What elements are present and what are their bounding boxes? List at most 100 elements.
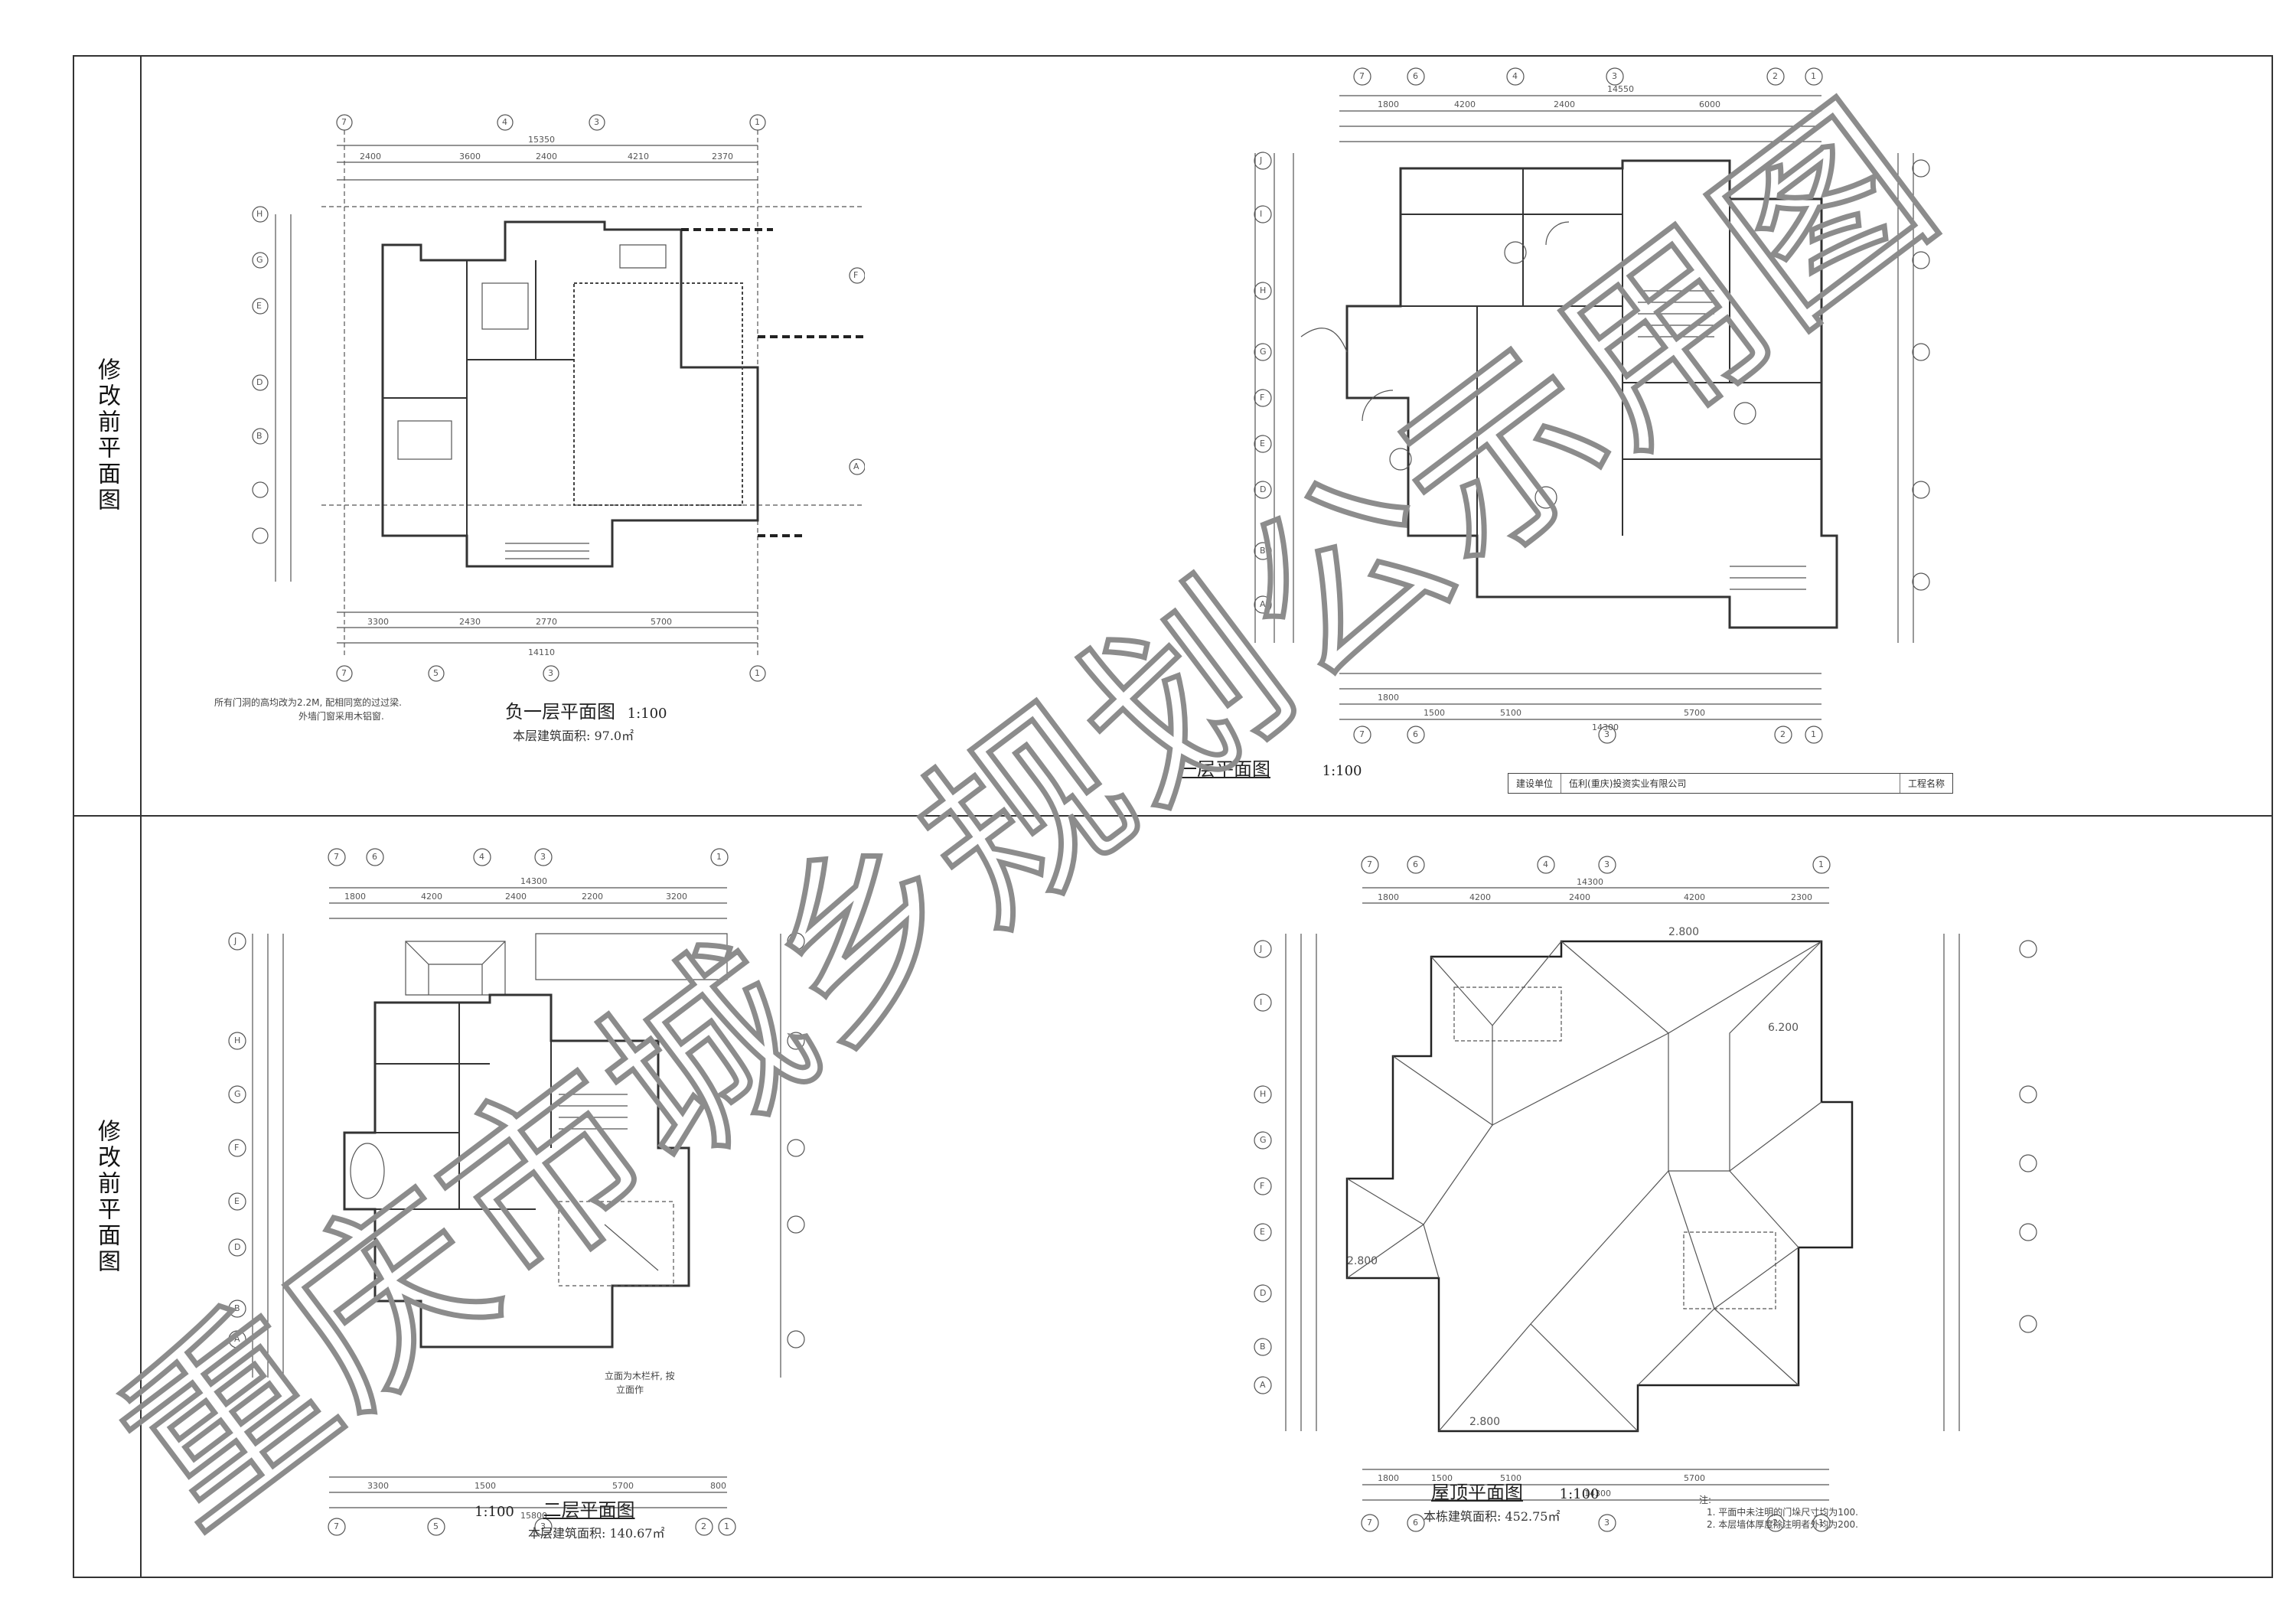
first-top-dim: 2400 [1554,99,1575,109]
basement-top-dim: 15350 [528,135,555,145]
row-label-top-text: 修改前平面图 [93,357,120,514]
roof-top-dim: 2400 [1569,892,1590,902]
roof-title-text: 屋顶平面图 [1431,1482,1523,1503]
row-label-bottom-text: 修改前平面图 [93,1118,120,1275]
row-divider [73,815,2273,817]
basement-axis-label: 5 [433,668,439,678]
second-axis-label: 3 [540,1521,546,1531]
second-axis-label: F [234,1143,240,1153]
second-top-dim: 14300 [520,876,547,886]
second-axis-label: 4 [479,852,484,862]
roof-note-heading: 注: [1699,1495,1712,1505]
second-bottom-dim: 800 [710,1481,726,1491]
roof-top-dim: 1800 [1378,892,1399,902]
second-bottom-dim: 1500 [475,1481,496,1491]
roof-plan-title: 屋顶平面图 1:100 [1431,1477,1600,1504]
basement-axis-label: A [853,461,859,471]
first-axis-label: 2 [1780,729,1786,739]
roof-axis-label: J [1260,944,1263,954]
roof-elevation: 2.800 [1469,1416,1501,1428]
roof-axis-label: 3 [1604,859,1609,869]
roof-bottom-dim: 5700 [1684,1473,1705,1483]
second-axis-label: D [234,1242,241,1252]
second-axis-label: E [234,1196,240,1206]
second-scale: 1:100 [475,1504,514,1520]
second-floor-plan: 14300 1800 4200 2400 2200 3200 3300 1500… [199,842,857,1554]
first-top-dim: 6000 [1699,99,1720,109]
basement-top-dim: 2400 [360,152,381,161]
roof-axis-label: E [1260,1227,1265,1237]
roof-top-dim: 4200 [1469,892,1491,902]
roof-axis-label: 7 [1367,859,1372,869]
row-label-top: 修改前平面图 [73,55,140,815]
basement-axis-label: F [853,270,859,280]
basement-bottom-dim: 3300 [367,617,389,627]
roof-scale: 1:100 [1559,1486,1600,1502]
label-column-divider [140,55,142,1578]
basement-plan-drawing [252,114,865,682]
second-axis-label: 2 [701,1521,706,1531]
basement-axis-label: B [256,431,263,441]
second-axis-label: 7 [334,1521,339,1531]
basement-axis-label: H [256,209,263,219]
first-axis-label: J [1260,155,1263,165]
row-label-bottom: 修改前平面图 [73,815,140,1578]
second-bottom-dim: 3300 [367,1481,389,1491]
first-axis-label: F [1260,393,1265,403]
first-top-dim: 14550 [1607,84,1634,94]
second-axis-label: 7 [334,852,339,862]
basement-bottom-dim: 2430 [459,617,481,627]
sheet-frame [73,55,2273,1578]
second-axis-label: 5 [433,1521,439,1531]
basement-title-text: 负一层平面图 [505,701,615,722]
roof-note-1: 1. 平面中未注明的门垛尺寸均为100. [1707,1507,1858,1518]
second-note-1: 立面为木栏杆, 按 [605,1371,675,1381]
second-axis-label: A [234,1334,240,1344]
first-bottom-dim: 5700 [1684,708,1705,718]
roof-axis-label: 7 [1367,1518,1372,1528]
basement-bottom-dim: 5700 [651,617,672,627]
first-info-table: 建设单位 伍利(重庆)投资实业有限公司 工程名称 [1508,773,1953,794]
first-top-dim: 4200 [1454,99,1476,109]
second-title-text: 二层平面图 [543,1499,635,1521]
roof-axis-label: I [1260,997,1263,1007]
roof-axis-label: G [1260,1135,1267,1145]
info-table-cell: 工程名称 [1907,778,1945,789]
second-top-dim: 1800 [344,892,366,902]
first-plan-title: 一层平面图 1:100 [1179,754,1362,781]
roof-axis-label: 1 [1818,859,1824,869]
roof-axis-label: F [1260,1181,1265,1191]
second-axis-label: 1 [724,1521,729,1531]
second-top-dim: 2200 [582,892,603,902]
basement-scale: 1:100 [627,706,667,722]
second-bottom-dim: 15800 [520,1511,547,1521]
basement-top-dim: 4210 [628,152,649,161]
first-axis-label: 6 [1413,729,1418,739]
basement-top-dim: 2400 [536,152,557,161]
first-axis-label: 3 [1612,71,1617,81]
roof-axis-label: D [1260,1288,1267,1298]
first-top-dim: 1800 [1378,99,1399,109]
first-axis-label: 1 [1811,729,1816,739]
info-table-cell: 建设单位 [1508,774,1562,793]
roof-plan: 14300 1800 4200 2400 4200 2300 1800 1500… [1240,850,2051,1538]
second-note-2: 立面作 [616,1384,644,1395]
first-bottom-dim: 1500 [1424,708,1445,718]
first-bottom-dim: 5100 [1500,708,1521,718]
second-axis-label: 6 [372,852,377,862]
first-title-text: 一层平面图 [1179,758,1270,780]
basement-axis-label: 3 [548,668,553,678]
first-axis-label: 2 [1773,71,1778,81]
roof-axis-label: 3 [1604,1518,1609,1528]
basement-plan-title: 负一层平面图 1:100 [505,696,667,723]
basement-top-dim: 2370 [712,152,733,161]
basement-note-2: 外墙门窗采用木铝窗. [298,711,384,722]
first-axis-label: A [1260,599,1266,609]
basement-axis-label: 7 [341,117,347,127]
second-bottom-dim: 5700 [612,1481,634,1491]
first-bottom-dim: 1800 [1378,693,1399,703]
basement-bottom-dim: 14110 [528,647,555,657]
basement-top-dim: 3600 [459,152,481,161]
second-axis-label: G [234,1089,241,1099]
basement-axis-label: 1 [755,117,760,127]
